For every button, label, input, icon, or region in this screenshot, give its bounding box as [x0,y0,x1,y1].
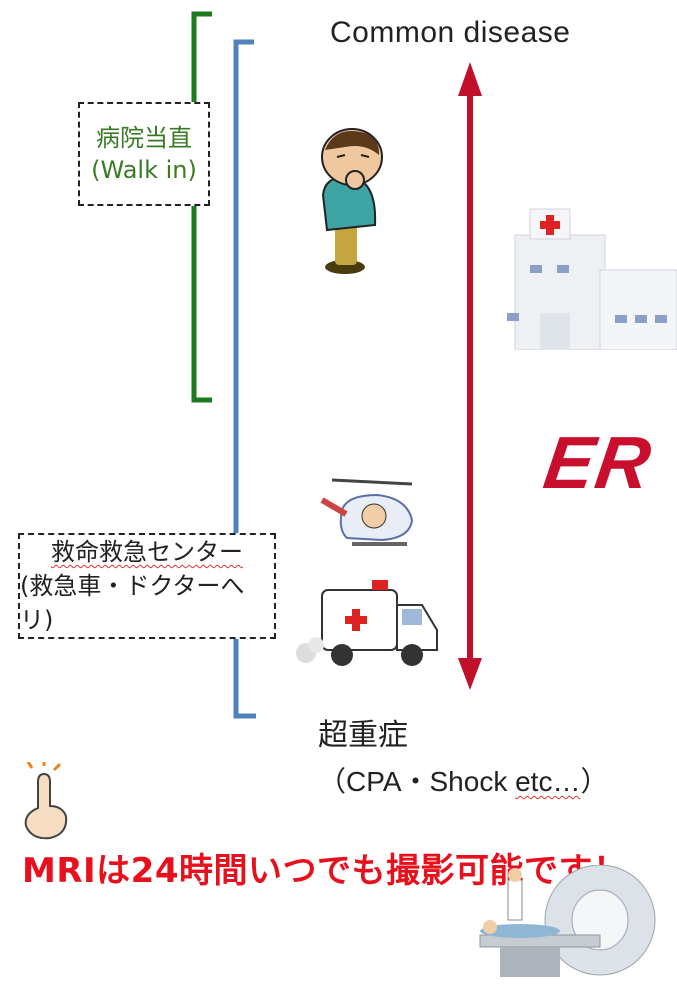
walk-in-bracket [191,11,212,403]
emergency-center-bracket [233,39,256,719]
common-disease-label: Common disease [330,16,571,49]
mri-scanner-icon [479,865,656,977]
severe-examples: （CPA・Shock etc…） [318,760,608,800]
severity-arrow [458,62,482,690]
severe-label: 超重症 [318,718,408,753]
hospital-duty-box: 病院当直 (Walk in) [78,102,210,206]
er-label: ER [539,421,658,504]
hospital-duty-sub: (Walk in) [91,156,197,184]
mri-availability-note: MRIは24時間いつでも撮影可能です！ [22,851,628,891]
emergency-center-box: 救命救急センター (救急車・ドクターへリ) [18,533,276,639]
severe-examples-etc: etc… [515,766,581,797]
hospital-duty-title: 病院当直 [96,124,192,152]
ambulance-icon [296,580,438,666]
helicopter-icon [320,478,414,546]
emergency-center-sub: (救急車・ドクターへリ) [20,572,245,634]
emergency-center-title: 救命救急センター [51,538,243,566]
pointing-finger-icon [24,762,68,840]
severe-examples-pre: （CPA・Shock [318,766,516,797]
severe-examples-post: ） [580,766,609,797]
hospital-building-icon [507,208,677,350]
sick-boy-icon [321,128,383,274]
